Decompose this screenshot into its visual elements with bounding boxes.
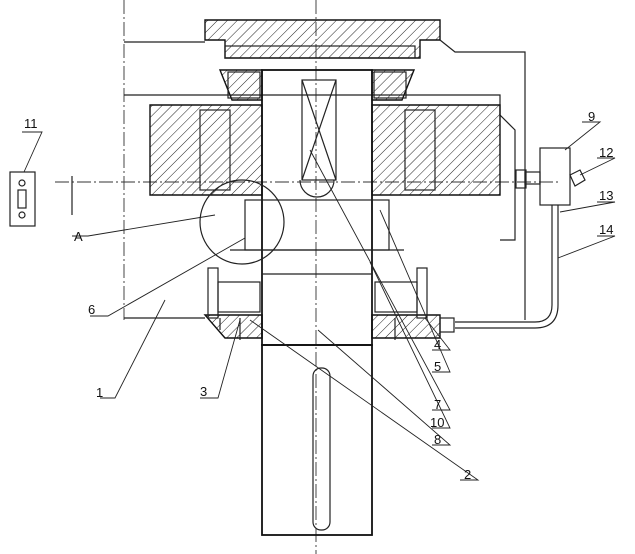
label-9: 9	[588, 109, 595, 124]
label-1: 1	[96, 385, 103, 400]
label-a: A	[74, 229, 83, 244]
label-12: 12	[599, 145, 613, 160]
label-3: 3	[200, 384, 207, 399]
label-13: 13	[599, 188, 613, 203]
centerlines	[55, 0, 560, 554]
label-4: 4	[434, 337, 441, 352]
label-11: 11	[24, 116, 38, 131]
label-2: 2	[464, 467, 471, 482]
label-7: 7	[434, 397, 441, 412]
label-5: 5	[434, 359, 441, 374]
label-14: 14	[599, 222, 613, 237]
pipe-14	[440, 205, 558, 332]
label-10: 10	[430, 415, 444, 430]
gear-7	[150, 105, 526, 195]
lower-bearing	[205, 268, 440, 340]
label-8: 8	[434, 432, 441, 447]
top-cover	[124, 20, 440, 58]
component-9	[525, 148, 585, 205]
label-6: 6	[88, 302, 95, 317]
component-11	[10, 172, 72, 226]
